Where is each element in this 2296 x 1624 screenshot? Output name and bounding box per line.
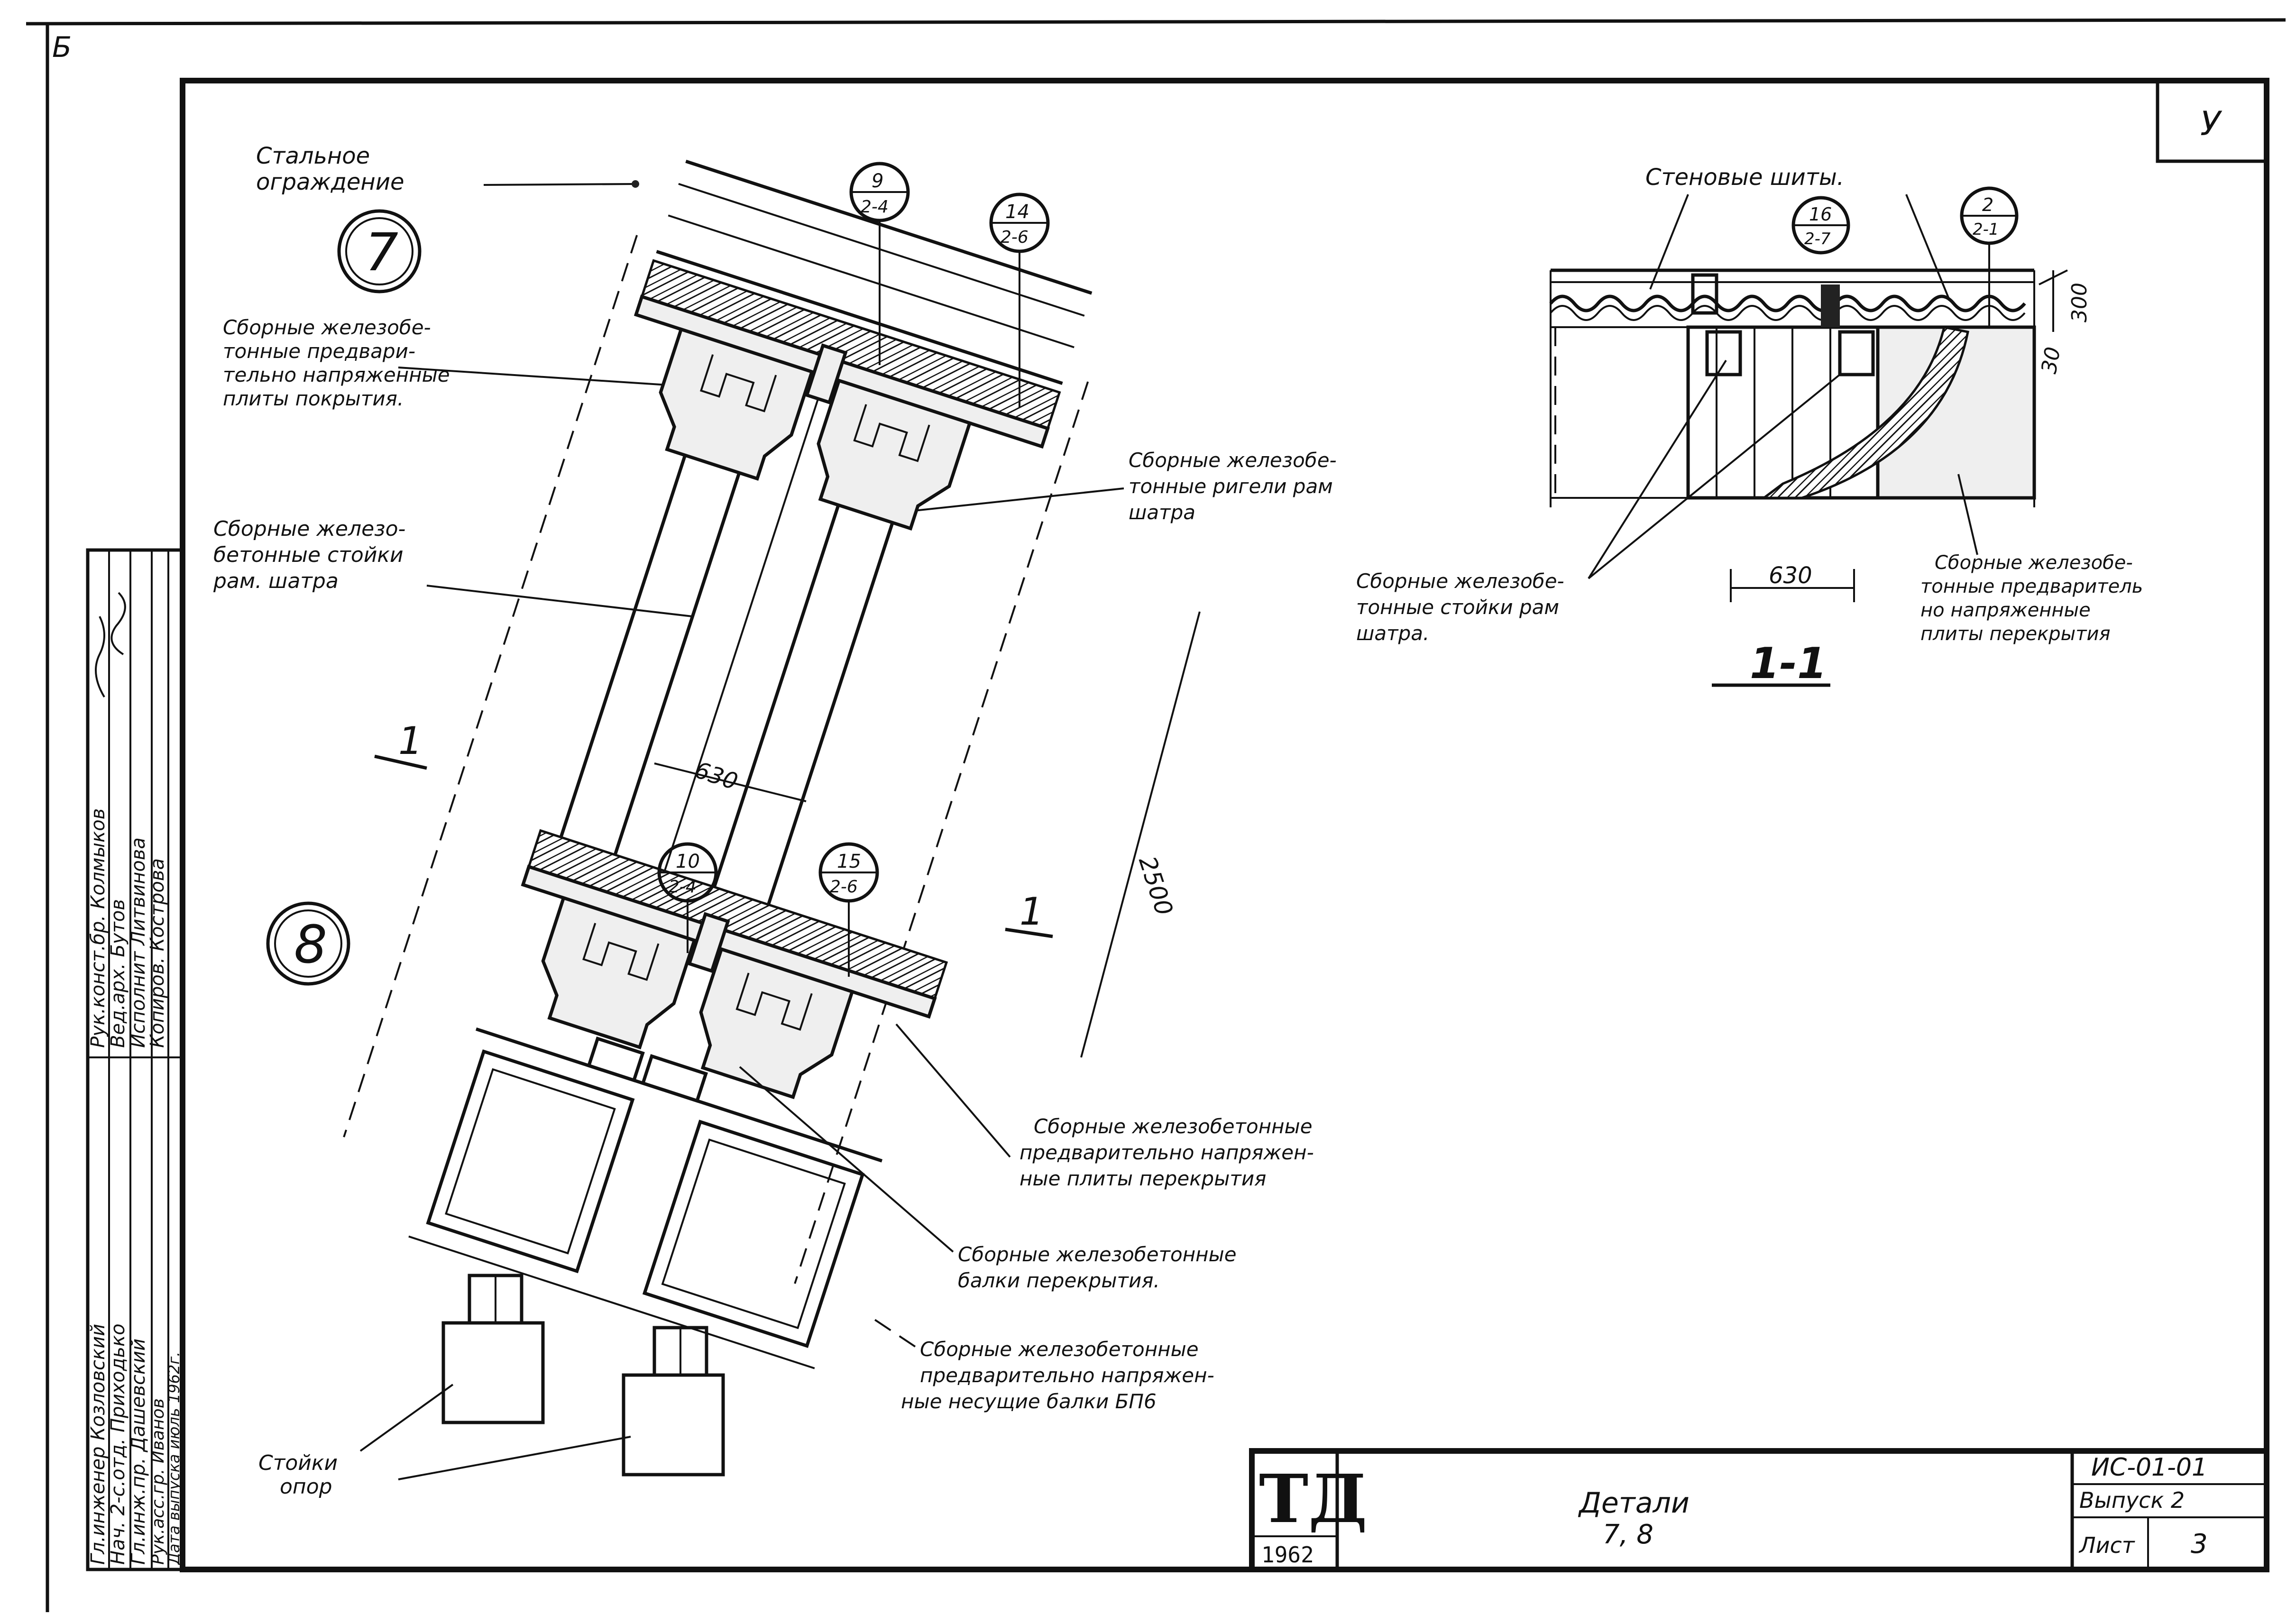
label-tent-columns-2: бетонные стойки — [213, 543, 404, 567]
detail-8-number: 8 — [294, 914, 327, 975]
section-title: 1-1 — [1750, 639, 1827, 688]
signature-block: Гл.инженер Козловский Нач. 2-с.отд. Прих… — [86, 548, 184, 1571]
title-year: 1962 — [1261, 1542, 1314, 1568]
detail-7-circle — [337, 209, 422, 294]
label-section-slabs-3: но напряженные — [1920, 599, 2091, 621]
label-section-slabs-4: плиты перекрытия — [1920, 623, 2111, 645]
callout-14-top: 14 — [1005, 201, 1029, 223]
label-floor-slabs-1: Сборные железобетонные — [1034, 1115, 1313, 1138]
label-section-slabs-1: Сборные железобе- — [1935, 552, 2133, 574]
label-floor-beams-2: балки перекрытия. — [958, 1269, 1160, 1292]
dim-300: 300 — [2067, 283, 2092, 322]
title-issue: Выпуск 2 — [2079, 1487, 2185, 1513]
title-name: Детали — [1578, 1486, 1690, 1520]
label-steel-fence-2: ограждение — [256, 169, 404, 195]
sig-row-3: Гл.инж.пр. Дашевский — [128, 1339, 149, 1565]
detail-7-number: 7 — [365, 222, 398, 283]
title-subtitle: 7, 8 — [1603, 1519, 1653, 1550]
title-sheet-number: 3 — [2191, 1529, 2208, 1560]
callout-15-top: 15 — [837, 851, 861, 872]
sheet-index-box: У — [2156, 79, 2268, 163]
label-floor-slabs-2: предварительно напряжен- — [1019, 1141, 1314, 1164]
label-tent-girders-2: тонные ригели рам — [1129, 475, 1333, 498]
dim-630-text: 630 — [691, 757, 741, 796]
title-sheet-label: Лист — [2078, 1532, 2135, 1558]
label-roof-slabs-3: тельно напряженные — [223, 363, 450, 386]
callout-2-top: 2 — [1982, 194, 1993, 215]
girder-right — [817, 378, 972, 531]
section-1-1: Стеновые шиты. 16 2-7 — [1356, 164, 2143, 688]
label-wall-panels: Стеновые шиты. — [1645, 164, 1844, 191]
label-section-slabs-2: тонные предваритель — [1920, 576, 2143, 597]
label-steel-fence-1: Стальное — [256, 143, 370, 169]
detail-8-circle — [266, 901, 350, 986]
dim-630-section: 630 — [1769, 562, 1812, 589]
label-tent-columns-3: рам. шатра — [213, 569, 339, 593]
label-tent-girders-1: Сборные железобе- — [1129, 449, 1337, 472]
title-code: ИС-01-01 — [2091, 1453, 2207, 1482]
callout-9: 9 2-4 — [849, 162, 910, 365]
sig2-row-4: Копиров. Кострова — [147, 858, 168, 1048]
callout-15: 15 2-6 — [818, 842, 879, 977]
sheet-index: У — [2200, 104, 2223, 143]
callout-10: 10 2-4 — [657, 842, 718, 953]
label-section-columns-2: тонные стойки рам — [1356, 596, 1559, 619]
callout-14-bottom: 2-6 — [1001, 228, 1029, 247]
corrugated-sheet — [1549, 294, 2026, 312]
label-bearing-beams-2: предварительно напряжен- — [920, 1364, 1214, 1387]
dim-2500-text: 2500 — [1133, 853, 1178, 919]
label-tent-girders-3: шатра — [1129, 501, 1195, 524]
label-roof-slabs-4: плиты покрытия. — [223, 387, 404, 410]
support-post-left — [441, 1274, 545, 1424]
section-marker-right: 1 — [1005, 890, 1053, 938]
label-floor-slabs-3: ные плиты перекрытия — [1019, 1167, 1266, 1190]
label-roof-slabs-2: тонные предвари- — [223, 339, 415, 363]
label-section-columns-1: Сборные железобе- — [1356, 569, 1564, 593]
label-bearing-beams-1: Сборные железобетонные — [920, 1338, 1199, 1361]
detail-7: 7 Стальное ограждение Сборные железобе- … — [213, 143, 1337, 1284]
dim-30: 30 — [2037, 345, 2066, 376]
corner-mark: Б — [52, 31, 72, 64]
section-right-number: 1 — [1019, 890, 1044, 934]
callout-9-top: 9 — [872, 170, 883, 192]
signature-scribbles — [95, 592, 126, 698]
label-roof-slabs-1: Сборные железобе- — [223, 316, 431, 339]
sig-row-5: Дата выпуска июль 1962г. — [165, 1352, 183, 1566]
dim-630-line — [654, 762, 807, 802]
label-bearing-beams-3: ные несущие балки БП6 — [901, 1390, 1157, 1413]
sig2-row-2: Вед.арх. Бутов — [107, 899, 129, 1048]
label-support-posts-2: опор — [280, 1475, 332, 1499]
dim-2500-line — [1080, 611, 1201, 1058]
beam-right — [699, 947, 854, 1100]
label-section-columns-3: шатра. — [1356, 622, 1429, 645]
sig2-row-3: Исполнит Литвинова — [128, 837, 149, 1048]
section-marker-left: 1 — [374, 719, 427, 770]
support-post-right — [622, 1326, 725, 1477]
label-floor-beams-1: Сборные железобетонные — [958, 1243, 1237, 1266]
section-left-number: 1 — [398, 719, 422, 763]
callout-2: 2 2-1 — [1960, 186, 2019, 327]
sig2-row-1: Рук.конст.бр. Колмыков — [87, 808, 109, 1048]
callout-16-top: 16 — [1809, 204, 1832, 225]
callout-10-top: 10 — [676, 851, 700, 872]
callout-15-bottom: 2-6 — [830, 877, 858, 897]
callout-2-bottom: 2-1 — [1973, 220, 1999, 239]
title-block: ТД 1962 Детали 7, 8 ИС-01-01 Выпуск 2 Ли… — [1249, 1448, 2269, 1572]
callout-14: 14 2-6 — [989, 193, 1050, 408]
td-logo: ТД — [1259, 1460, 1368, 1538]
label-support-posts-1: Стойки — [258, 1451, 338, 1475]
beam-left — [541, 896, 697, 1050]
detail-8: 8 — [258, 829, 1314, 1499]
sig-row-4: Рук.асс.гр. Иванов — [148, 1398, 168, 1565]
sig-row-2: Нач. 2-с.отд. Приходько — [107, 1323, 129, 1565]
callout-16-bottom: 2-7 — [1804, 229, 1831, 248]
callout-9-bottom: 2-4 — [861, 197, 889, 217]
label-tent-columns-1: Сборные железо- — [213, 517, 405, 541]
callout-16: 16 2-7 — [1791, 196, 1850, 255]
callout-10-bottom: 2-4 — [669, 877, 697, 897]
sig-row-1: Гл.инженер Козловский — [87, 1324, 109, 1565]
girder-left — [659, 327, 814, 481]
